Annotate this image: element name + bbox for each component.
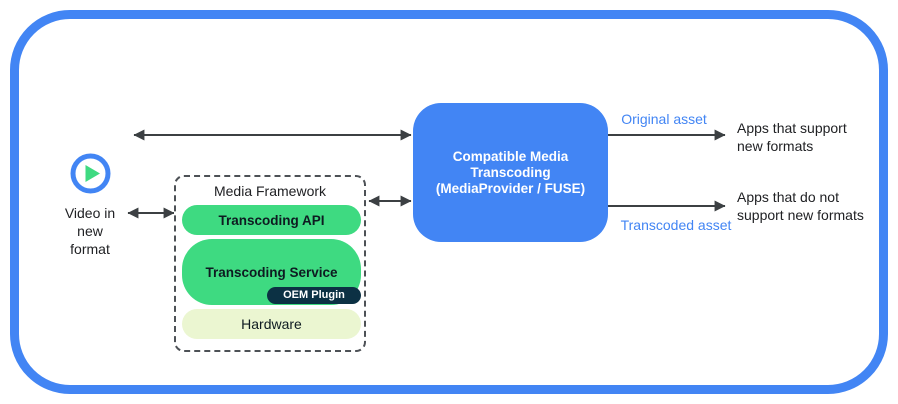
media-framework-title: Media Framework — [213, 183, 327, 199]
hardware-label: Hardware — [241, 316, 302, 332]
transcoding-api-pill: Transcoding API — [182, 205, 361, 235]
compatible-media-transcoding-box: Compatible Media Transcoding (MediaProvi… — [413, 103, 608, 242]
transcoded-asset-label: Transcoded asset — [620, 217, 732, 233]
outer-rounded-border — [10, 10, 888, 394]
apps-no-support-label: Apps that do not support new formats — [737, 189, 864, 223]
media-framework-box: Media Framework Transcoding API Transcod… — [174, 175, 366, 352]
original-asset-label: Original asset — [621, 111, 707, 127]
play-icon — [70, 153, 111, 194]
transcoding-api-label: Transcoding API — [218, 212, 325, 228]
transcoding-service-label: Transcoding Service — [205, 264, 338, 280]
oem-plugin-pill: OEM Plugin — [267, 287, 361, 304]
video-source-label: Video in new format — [64, 205, 116, 257]
hardware-pill: Hardware — [182, 309, 361, 339]
apps-support-label: Apps that support new formats — [737, 120, 847, 154]
transcoding-service-pill: Transcoding Service OEM Plugin — [182, 239, 361, 305]
